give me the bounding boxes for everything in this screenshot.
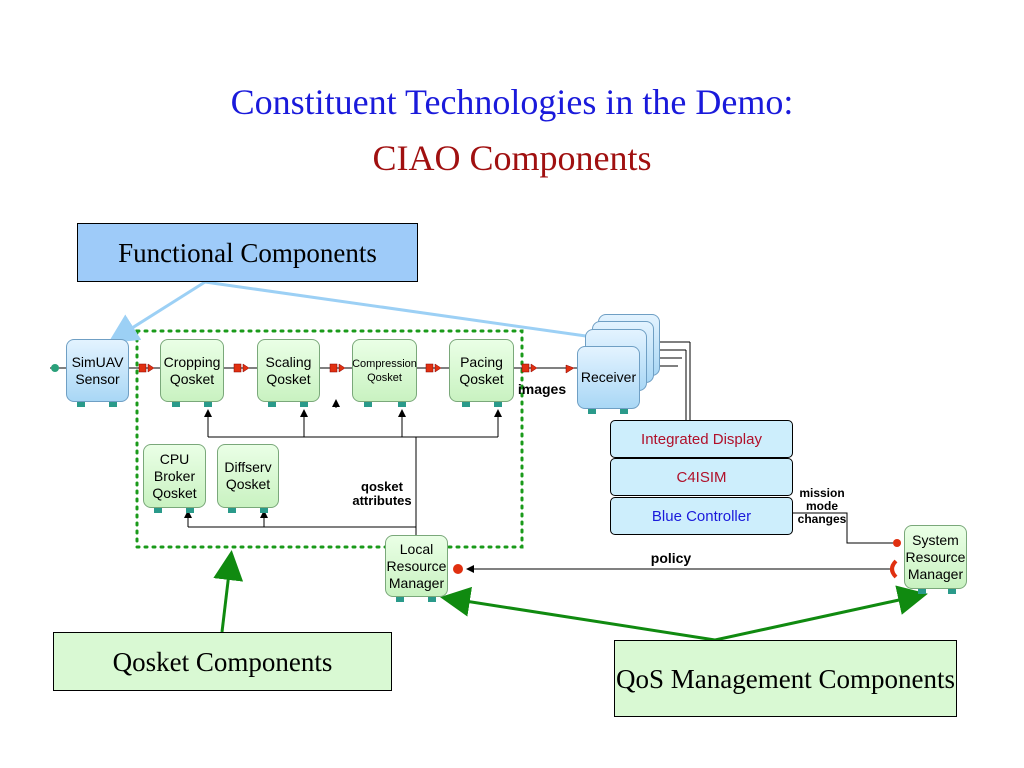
functional-components-callout: Functional Components (77, 223, 418, 282)
images-label: images (517, 381, 567, 397)
functional-arrow-receiver (204, 280, 601, 340)
compression-qosket-component[interactable]: Compression Qosket (352, 339, 417, 402)
attribute-bus (184, 399, 502, 540)
local-resource-manager-component[interactable]: Local Resource Manager (385, 535, 448, 597)
mission-mode-changes-label: mission mode changes (797, 486, 847, 526)
pacing-qosket-component[interactable]: Pacing Qosket (449, 339, 514, 402)
slide-title: Constituent Technologies in the Demo: (230, 82, 794, 122)
component-ports (77, 402, 956, 602)
integrated-display-panel[interactable]: Integrated Display (610, 420, 793, 458)
simuav-sensor-component[interactable]: SimUAV Sensor (66, 339, 129, 402)
cropping-qosket-component[interactable]: Cropping Qosket (160, 339, 224, 402)
functional-arrow-sensor (107, 280, 206, 344)
system-rm-policy-port (890, 559, 898, 579)
mission-mode-line (793, 512, 893, 544)
c4isim-panel[interactable]: C4ISIM (610, 458, 793, 496)
qosket-attributes-label: qosket attributes (352, 479, 412, 508)
cpu-broker-qosket-component[interactable]: CPU Broker Qosket (143, 444, 206, 508)
qosmgmt-arrow-system (714, 585, 928, 642)
qos-management-callout: QoS Management Components (614, 640, 957, 717)
diffserv-qosket-component[interactable]: Diffserv Qosket (217, 444, 279, 508)
qosket-arrow (213, 550, 244, 633)
qosket-components-callout: Qosket Components (53, 632, 392, 691)
local-rm-port (453, 564, 463, 574)
qosmgmt-arrow-local (440, 586, 716, 642)
policy-label: policy (650, 550, 692, 566)
system-resource-manager-component[interactable]: System Resource Manager (904, 525, 967, 589)
event-ports (138, 363, 575, 374)
slide-subtitle: CIAO Components (372, 138, 652, 178)
blue-controller-panel[interactable]: Blue Controller (610, 497, 793, 535)
sensor-source-port (51, 364, 59, 372)
scaling-qosket-component[interactable]: Scaling Qosket (257, 339, 320, 402)
receiver-component[interactable]: Receiver (577, 346, 640, 409)
qosket-enclosure (135, 329, 524, 549)
system-rm-mission-port (893, 539, 901, 547)
